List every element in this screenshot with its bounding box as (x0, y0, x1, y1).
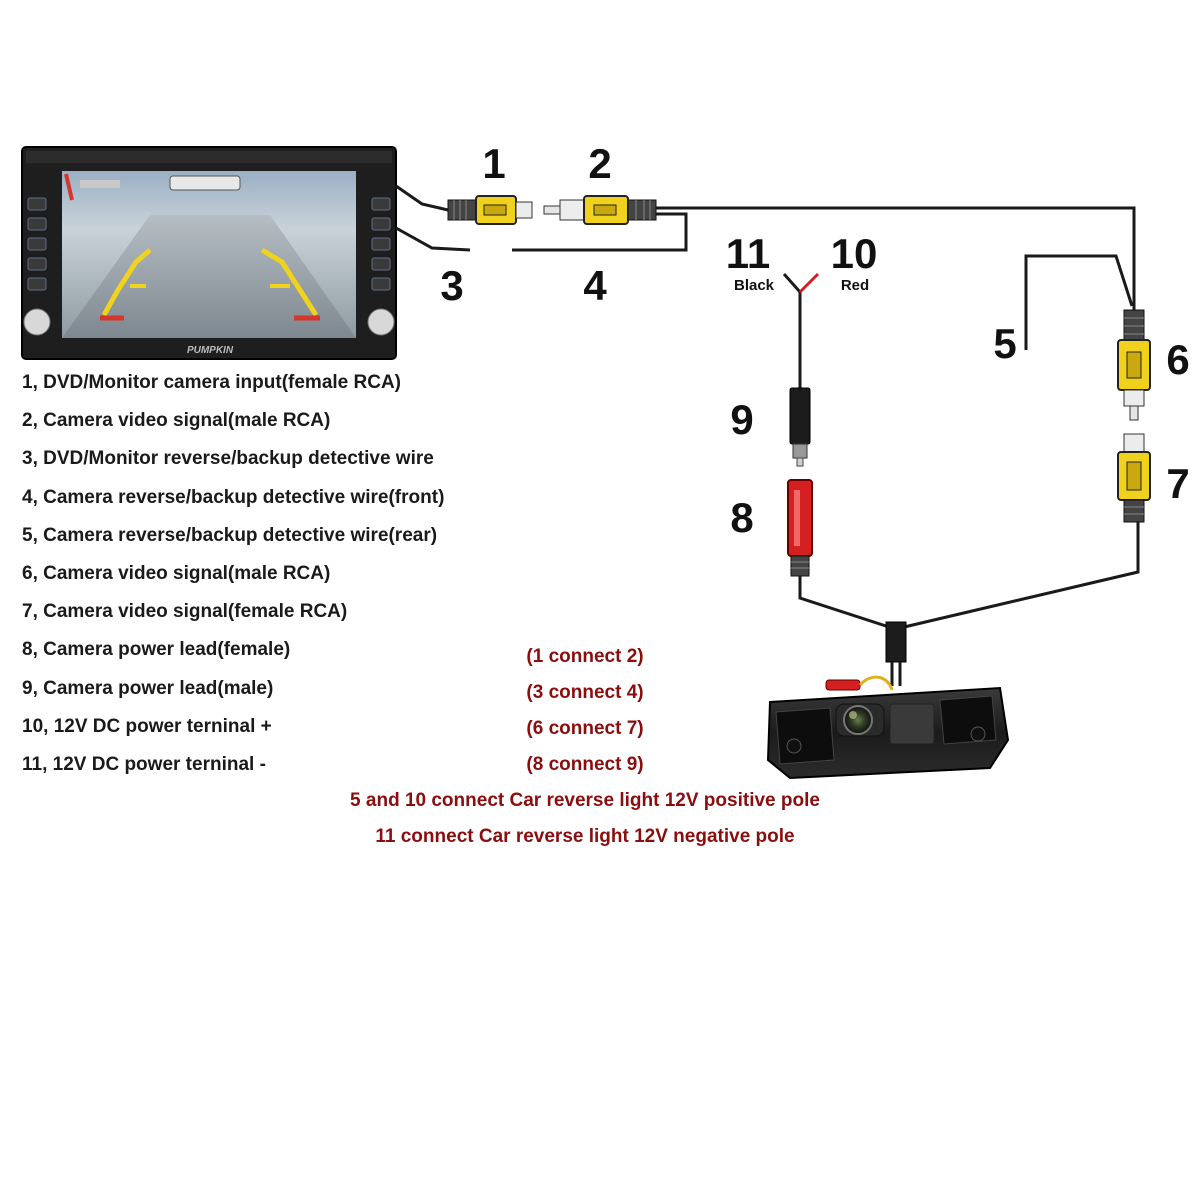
callout-3: 3 (440, 262, 463, 309)
note-negative-pole: 11 connect Car reverse light 12V negativ… (375, 826, 795, 847)
legend-item: 3, DVD/Monitor reverse/backup detective … (22, 448, 434, 470)
reverse-camera (766, 621, 1010, 780)
label-red: Red (841, 277, 869, 294)
camera-lens (843, 705, 873, 735)
legend-item: 6, Camera video signal(male RCA) (22, 562, 331, 584)
legend-item: 1, DVD/Monitor camera input(female RCA) (22, 372, 401, 393)
legend-item: 4, Camera reverse/backup detective wire(… (22, 486, 445, 508)
legend-item: 2, Camera video signal(male RCA) (22, 410, 331, 432)
callout-labels: 1 2 3 4 11 10 Black Red 5 6 9 7 8 (440, 140, 1189, 541)
callout-9: 9 (730, 396, 753, 443)
wire-camera-video (656, 206, 1136, 312)
wire-video-to-camera (898, 520, 1140, 668)
callout-8: 8 (730, 494, 753, 541)
legend-item: 8, Camera power lead(female) (22, 639, 291, 661)
callout-6: 6 (1166, 336, 1189, 383)
wire-reverse-rear (1024, 254, 1134, 350)
wire-monitor-video (395, 184, 449, 212)
connector-7-female-rca (1117, 433, 1151, 523)
connector-8-power-female (787, 479, 813, 577)
parking-guideline-left (101, 248, 152, 317)
callout-10: 10 (831, 230, 878, 277)
connector-6-male-rca (1117, 309, 1151, 421)
connection-item: (3 connect 4) (526, 682, 644, 703)
parking-guideline-right (260, 247, 319, 317)
callout-5: 5 (993, 320, 1016, 367)
dvd-monitor: PUMPKIN (21, 146, 397, 360)
note-positive-pole: 5 and 10 connect Car reverse light 12V p… (350, 790, 820, 811)
monitor-screen (62, 171, 356, 338)
callout-4: 4 (583, 262, 607, 309)
parts-legend: 1, DVD/Monitor camera input(female RCA) … (22, 368, 444, 788)
connection-list: (1 connect 2) (3 connect 4) (6 connect 7… (470, 642, 700, 786)
connector-2-male-rca (543, 195, 657, 225)
label-black: Black (734, 277, 775, 294)
callout-1: 1 (482, 140, 505, 187)
legend-item: 9, Camera power lead(male) (22, 677, 274, 699)
callout-7: 7 (1166, 460, 1189, 507)
legend-item: 5, Camera reverse/backup detective wire(… (22, 524, 438, 546)
wire-camera-reverse-front (512, 212, 688, 252)
legend-item: 11, 12V DC power terninal - (22, 753, 266, 775)
wire-monitor-reverse (395, 226, 471, 252)
monitor-right-buttons (367, 197, 395, 336)
connector-9-power-male (789, 387, 811, 467)
legend-item: 7, Camera video signal(female RCA) (22, 601, 348, 623)
wire-power-to-camera (798, 576, 893, 630)
legend-item: 10, 12V DC power terninal + (22, 715, 272, 737)
callout-11: 11 (726, 230, 770, 277)
wire-black-lead (782, 273, 802, 293)
connection-item: (1 connect 2) (526, 646, 644, 667)
wire-red-lead (798, 272, 820, 294)
connection-item: (8 connect 9) (526, 754, 644, 775)
monitor-brand: PUMPKIN (187, 345, 234, 356)
callout-2: 2 (588, 140, 611, 187)
wiring-notes: 5 and 10 connect Car reverse light 12V p… (250, 786, 920, 858)
connector-1-female-rca (447, 195, 533, 225)
connection-item: (6 connect 7) (526, 718, 644, 739)
monitor-left-buttons (23, 197, 51, 336)
